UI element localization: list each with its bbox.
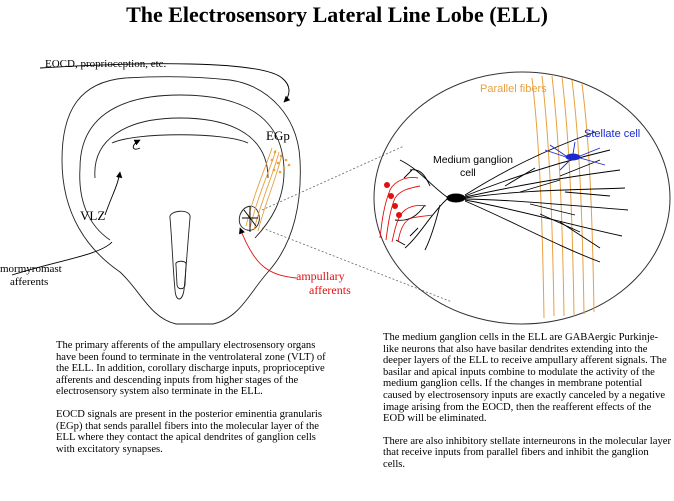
egp-parallel-fibers [245,147,283,232]
left-description: The primary afferents of the ampullary e… [56,340,326,466]
lobe-right-inner [238,205,260,231]
label-mormyromast: mormyromast [0,263,62,275]
zoom-line-bottom [261,227,453,303]
ampullary-boutons [384,182,402,218]
label-mormyromast-afferents: afferents [10,276,48,288]
label-vlz: VLZ [80,208,105,223]
midline-lower [175,260,187,290]
ell-inner-layer [94,117,269,179]
brain-outer-outline [61,76,301,325]
right-paragraph-1: The medium ganglion cells in the ELL are… [383,332,667,425]
label-stellate-cell: Stellate cell [584,128,640,140]
label-eocd: EOCD, proprioception, etc. [45,58,167,70]
label-medium-ganglion-cell: cell [460,167,476,179]
ell-arrow [132,139,141,150]
zoom-circle [373,71,671,325]
ell-outer-layer [79,94,285,239]
label-egp: EGp [266,128,290,143]
egp-granule-dots [270,150,291,174]
label-ampullary: ampullary [296,269,345,283]
ell-molecular-band [111,134,249,144]
brain-section [61,76,301,325]
stellate-cell [544,141,606,171]
left-paragraph-2: EOCD signals are present in the posterio… [56,408,322,455]
label-ampullary-afferents: afferents [309,283,351,297]
right-description: The medium ganglion cells in the ELL are… [383,332,673,482]
ampullary-arrow [239,227,297,279]
label-parallel-fibers: Parallel fibers [480,83,547,95]
right-paragraph-2: There are also inhibitory stellate inter… [383,435,671,470]
zoom-parallel-fibers [531,75,595,319]
eocd-arrow [39,63,291,103]
vlz-fold [79,167,111,241]
small-ganglion-cell [242,206,258,232]
midline-structure [169,210,191,300]
mormyromast-arrow [11,241,113,276]
label-medium-ganglion: Medium ganglion [433,154,513,166]
vlz-arrow [104,171,123,216]
ampullary-terminals [379,177,433,243]
zoom-line-top [261,145,405,211]
medium-ganglion-cell [394,131,629,263]
left-paragraph-1: The primary afferents of the ampullary e… [56,340,326,398]
page-title: The Electrosensory Lateral Line Lobe (EL… [126,2,548,27]
